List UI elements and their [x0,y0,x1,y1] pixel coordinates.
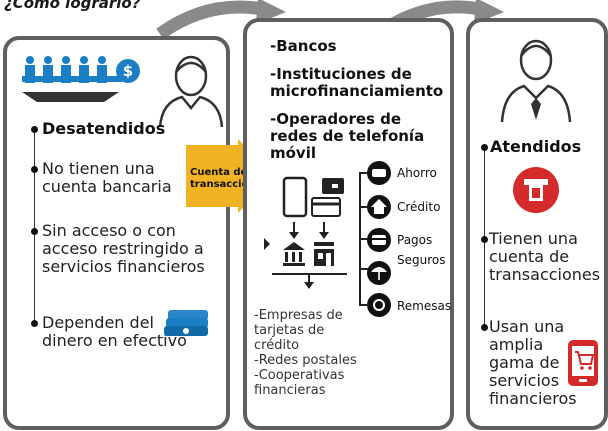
person-outline-icon [158,55,224,128]
bullet-dot [481,324,488,331]
bullet-dot [31,166,38,173]
banked-heading: Atendidos [490,137,582,156]
service-icons [367,161,391,317]
channels-diagram [264,176,347,289]
provider-banks: -Bancos [270,37,337,55]
bullet-dot [31,126,38,133]
bullet-dot [31,320,38,327]
remittance-icon [367,293,391,317]
cash-stack-icon [164,310,208,336]
service-remittances: Remesas [397,299,452,313]
atm-icon [513,167,559,213]
store-icon [314,242,334,246]
bullet-dot [31,228,38,235]
unbanked-people-cash-icon: $ [22,56,140,102]
page-title: ¿Cómo lograrlo? [4,0,141,12]
panel-providers [243,18,454,430]
bank-icon [283,242,305,250]
svg-text:$: $ [123,62,133,80]
mobile-shopping-icon [568,340,598,386]
mobile-phone-icon [282,176,308,218]
services-bracket [359,172,368,306]
service-payments: Pagos [397,233,433,247]
bullet-dot [481,144,488,151]
unbanked-heading: Desatendidos [42,119,166,138]
left-bullet-line [34,128,35,324]
bullet-dot [481,236,488,243]
service-credit: Crédito [397,200,441,214]
person-suit-icon [500,39,572,123]
service-savings: Ahorro [397,166,437,180]
credit-card-icon [311,197,341,217]
service-insurance: Seguros [397,253,446,267]
